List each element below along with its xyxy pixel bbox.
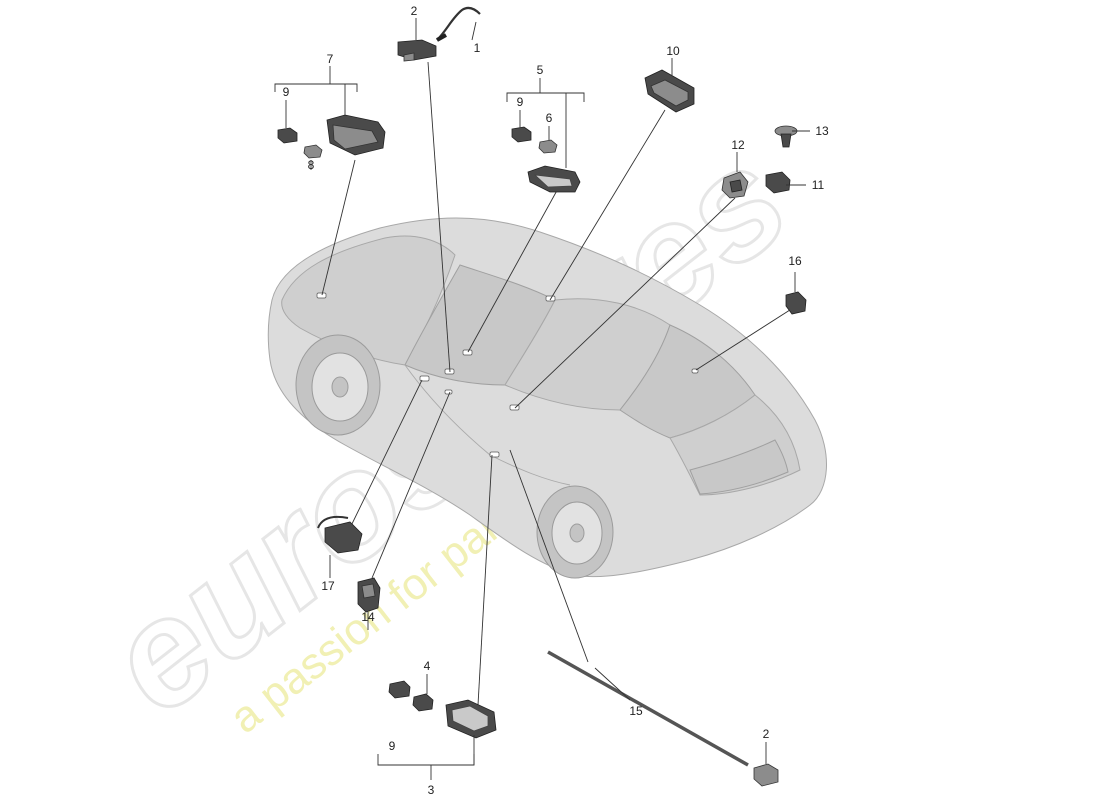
- callout-10: 10: [666, 44, 680, 58]
- location-mark: [462, 349, 473, 356]
- callout-16: 16: [788, 254, 802, 268]
- callout-9-a: 9: [283, 85, 290, 99]
- part-4-connector[interactable]: [412, 693, 434, 712]
- callout-9-b: 9: [517, 95, 524, 109]
- part-12-bracket[interactable]: [721, 171, 749, 199]
- callout-14: 14: [361, 610, 375, 624]
- part-7-assembly[interactable]: [326, 114, 386, 156]
- callout-13: 13: [815, 124, 829, 138]
- callout-numbers: 1 2 7 9 8 5 9 6 10 13 12 11 16 17 14 4 1…: [283, 4, 829, 797]
- part-9-connector[interactable]: [388, 680, 411, 699]
- part-3-lamp[interactable]: [445, 699, 497, 739]
- part-17-sensor[interactable]: [317, 515, 363, 554]
- car-rear-grille: [689, 439, 789, 495]
- callout-8: 8: [308, 158, 315, 172]
- callout-6: 6: [546, 111, 553, 125]
- callout-leaders: [274, 18, 810, 780]
- callout-15: 15: [629, 704, 643, 718]
- part-9-connector[interactable]: [277, 127, 298, 144]
- leader-lines: [321, 61, 794, 706]
- part-13-clip[interactable]: [774, 125, 798, 148]
- location-mark: [316, 292, 327, 299]
- part-9-connector[interactable]: [511, 126, 532, 143]
- part-14-switch[interactable]: [357, 577, 381, 613]
- callout-9-c: 9: [389, 739, 396, 753]
- location-mark: [419, 375, 430, 382]
- part-15-rod[interactable]: [547, 650, 749, 767]
- location-mark: [489, 451, 500, 458]
- callout-1: 1: [474, 41, 481, 55]
- part-2-connector[interactable]: [753, 763, 779, 787]
- car-front-wheel: [295, 334, 381, 436]
- callout-3: 3: [428, 783, 435, 797]
- callout-5: 5: [537, 63, 544, 77]
- part-10-module[interactable]: [644, 69, 695, 113]
- location-mark: [444, 389, 453, 395]
- car-hood: [281, 235, 456, 366]
- callout-11: 11: [812, 178, 825, 192]
- callout-7: 7: [327, 52, 334, 66]
- part-11-connector[interactable]: [765, 171, 791, 194]
- part-16-sensor[interactable]: [785, 291, 807, 315]
- part-8-bulb[interactable]: [303, 144, 323, 159]
- callout-12: 12: [731, 138, 745, 152]
- car-rear-wheel: [536, 485, 614, 579]
- part-5-assembly[interactable]: [527, 165, 581, 193]
- callout-2-bottom: 2: [763, 727, 770, 741]
- car-illustration: [267, 217, 827, 579]
- callout-4: 4: [424, 659, 431, 673]
- part-1-cable[interactable]: [436, 6, 481, 42]
- callout-2-top: 2: [411, 4, 418, 18]
- car-rear-window: [619, 324, 756, 439]
- part-2-connector[interactable]: [397, 39, 437, 62]
- part-6-bulb[interactable]: [538, 139, 558, 154]
- callout-17: 17: [321, 579, 335, 593]
